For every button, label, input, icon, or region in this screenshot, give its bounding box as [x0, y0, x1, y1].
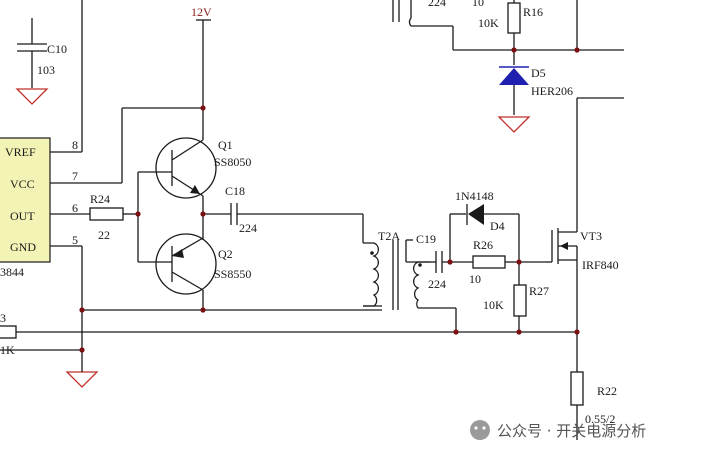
supply-12v: 12V	[191, 5, 212, 130]
left-resistor-ref: 3	[0, 311, 6, 325]
r26-value: 10	[469, 272, 481, 286]
r22-ref: R22	[597, 384, 617, 398]
d5-ref: D5	[531, 66, 546, 80]
vt3-value: IRF840	[582, 258, 619, 272]
r27-ref: R27	[529, 284, 549, 298]
watermark-text: 公众号 · 开关电源分析	[497, 422, 646, 440]
capacitor-c19: C19 224	[416, 232, 446, 291]
left-resistor-value: 1K	[0, 343, 15, 357]
ground-d5-icon	[497, 116, 531, 133]
ic-name: 3844	[0, 265, 24, 279]
capacitor-c10: C10 103	[17, 18, 67, 88]
top-partial-label: 10	[472, 0, 484, 9]
transistor-q2: Q2 SS8550	[155, 233, 251, 295]
pin-num-6: 6	[72, 201, 78, 215]
diode-d5: D5 HER206	[499, 66, 573, 98]
ic-3844: VREF VCC OUT GND 3844 8 7 6 5	[0, 137, 78, 279]
ground-main-icon	[65, 371, 99, 388]
resistor-r22: R22 0.55/2	[570, 371, 617, 426]
resistor-r26: R26 10	[469, 238, 506, 286]
supply-label: 12V	[191, 5, 212, 19]
watermark: 公众号 · 开关电源分析	[470, 420, 646, 440]
c10-ref: C10	[47, 42, 67, 56]
r16-ref: R16	[523, 5, 543, 19]
vt3-ref: VT3	[580, 229, 602, 243]
junction-dots	[79, 47, 580, 353]
pin-num-7: 7	[72, 169, 78, 183]
pin-label-vref: VREF	[5, 145, 36, 159]
d5-value: HER206	[531, 84, 573, 98]
d4-ref: D4	[490, 219, 505, 233]
r27-value: 10K	[483, 298, 504, 312]
q2-value: SS8550	[214, 267, 251, 281]
d4-value: 1N4148	[455, 189, 494, 203]
mosfet-vt3: VT3 IRF840	[545, 228, 619, 272]
diode-d4: 1N4148 D4	[455, 189, 519, 233]
c19-value: 224	[428, 277, 446, 291]
transistor-q1: Q1 SS8050	[155, 137, 251, 199]
resistor-r27: R27 10K	[483, 284, 549, 317]
q1-ref: Q1	[218, 138, 233, 152]
transformer-t2a: T2A	[363, 229, 430, 310]
r22-value: 0.55/2	[585, 412, 615, 426]
transformer-top-partial: 224 10	[392, 0, 484, 27]
q2-ref: Q2	[218, 247, 233, 261]
top-cap-value: 224	[428, 0, 446, 9]
t2a-ref: T2A	[378, 229, 400, 243]
pin-label-out: OUT	[10, 209, 35, 223]
r24-value: 22	[98, 228, 110, 242]
pin-num-5: 5	[72, 233, 78, 247]
pin-label-gnd: GND	[10, 240, 36, 254]
q1-value: SS8050	[214, 155, 251, 169]
resistor-r24: R24 22	[89, 192, 124, 242]
pin-label-vcc: VCC	[10, 177, 35, 191]
r24-ref: R24	[90, 192, 110, 206]
ground-c10-icon	[15, 88, 49, 105]
c10-value: 103	[37, 63, 55, 77]
c19-ref: C19	[416, 232, 436, 246]
r16-value: 10K	[478, 16, 499, 30]
c18-ref: C18	[225, 184, 245, 198]
resistor-r16: R16 10K	[478, 2, 543, 34]
c18-value: 224	[239, 221, 257, 235]
resistor-left-partial: 3 1K	[0, 311, 17, 357]
wechat-icon	[470, 420, 490, 440]
r26-ref: R26	[473, 238, 493, 252]
capacitor-c18: C18 224	[225, 184, 257, 235]
pin-num-8: 8	[72, 138, 78, 152]
